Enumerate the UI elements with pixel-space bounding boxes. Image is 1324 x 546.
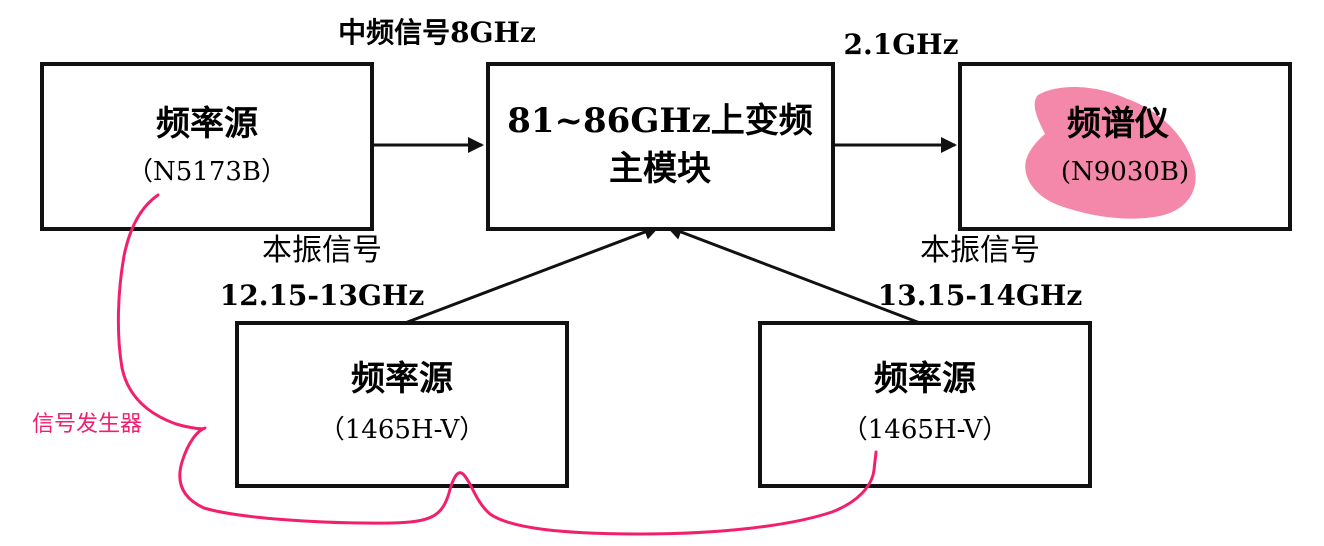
source-n5173b-model: （N5173B） bbox=[127, 157, 287, 187]
arrow-left-lo-to-upconverter bbox=[404, 224, 660, 325]
signal-generator-bracket-line bbox=[116, 193, 878, 536]
lo-source-left-title: 频率源 bbox=[351, 359, 453, 399]
lo-source-left-block: 频率源 （1465H-V） bbox=[235, 321, 569, 488]
lo-left-range-label: 12.15-13GHz bbox=[220, 279, 425, 312]
lo-source-right-model: （1465H-V） bbox=[842, 415, 1009, 445]
spectrum-analyzer-title: 频谱仪 bbox=[1067, 104, 1169, 144]
upconverter-block: 81~86GHz上变频 主模块 bbox=[486, 62, 835, 231]
lo-source-right-title: 频率源 bbox=[874, 359, 976, 399]
lo-source-right-block: 频率源 （1465H-V） bbox=[758, 321, 1092, 488]
spectrum-analyzer-model: (N9030B) bbox=[1061, 157, 1189, 187]
lo-source-left-model: （1465H-V） bbox=[319, 415, 486, 445]
output-frequency-label: 2.1GHz bbox=[844, 28, 959, 61]
source-n5173b-title: 频率源 bbox=[156, 104, 258, 144]
lo-left-name-label: 本振信号 bbox=[262, 233, 382, 268]
spectrum-analyzer-block: 频谱仪 (N9030B) bbox=[958, 62, 1292, 231]
source-n5173b-block: 频率源 （N5173B） bbox=[40, 62, 374, 231]
if-signal-label: 中频信号8GHz bbox=[338, 16, 536, 49]
signal-generator-annotation: 信号发生器 bbox=[32, 412, 142, 437]
pink-highlight-scribble bbox=[1025, 86, 1196, 219]
arrow-right-lo-to-upconverter bbox=[666, 224, 921, 325]
upconverter-title-line1: 81~86GHz上变频 bbox=[507, 101, 813, 141]
lo-right-range-label: 13.15-14GHz bbox=[878, 279, 1083, 312]
lo-right-name-label: 本振信号 bbox=[920, 233, 1040, 268]
upconverter-title-line2: 主模块 bbox=[609, 149, 711, 189]
